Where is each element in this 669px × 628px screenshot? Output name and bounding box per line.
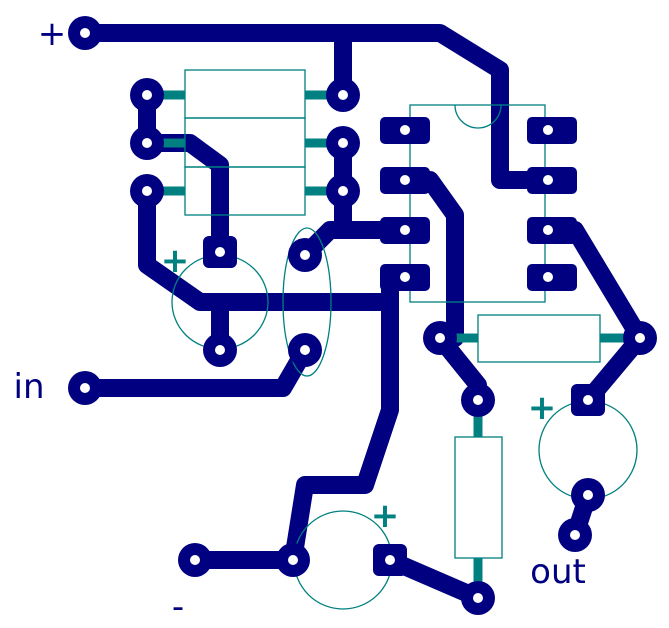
label-out: out xyxy=(530,552,586,592)
resistor-r4-outline xyxy=(477,314,601,363)
label-minus: - xyxy=(172,587,184,627)
label-in: in xyxy=(14,367,45,407)
resistor-r5-outline xyxy=(454,436,503,559)
polarity-mark-c3: + xyxy=(528,388,557,428)
ic-notch xyxy=(454,104,502,129)
capacitor-c2-outline xyxy=(282,227,332,377)
resistor-r1-outline xyxy=(184,69,306,119)
label-plus: + xyxy=(38,14,67,54)
polarity-mark-c1: + xyxy=(161,241,190,281)
polarity-mark-c4: + xyxy=(371,496,400,536)
resistor-r3-outline xyxy=(184,166,306,216)
ic-pads xyxy=(380,117,577,291)
round-pads xyxy=(68,16,657,615)
ic-outline xyxy=(409,104,546,303)
